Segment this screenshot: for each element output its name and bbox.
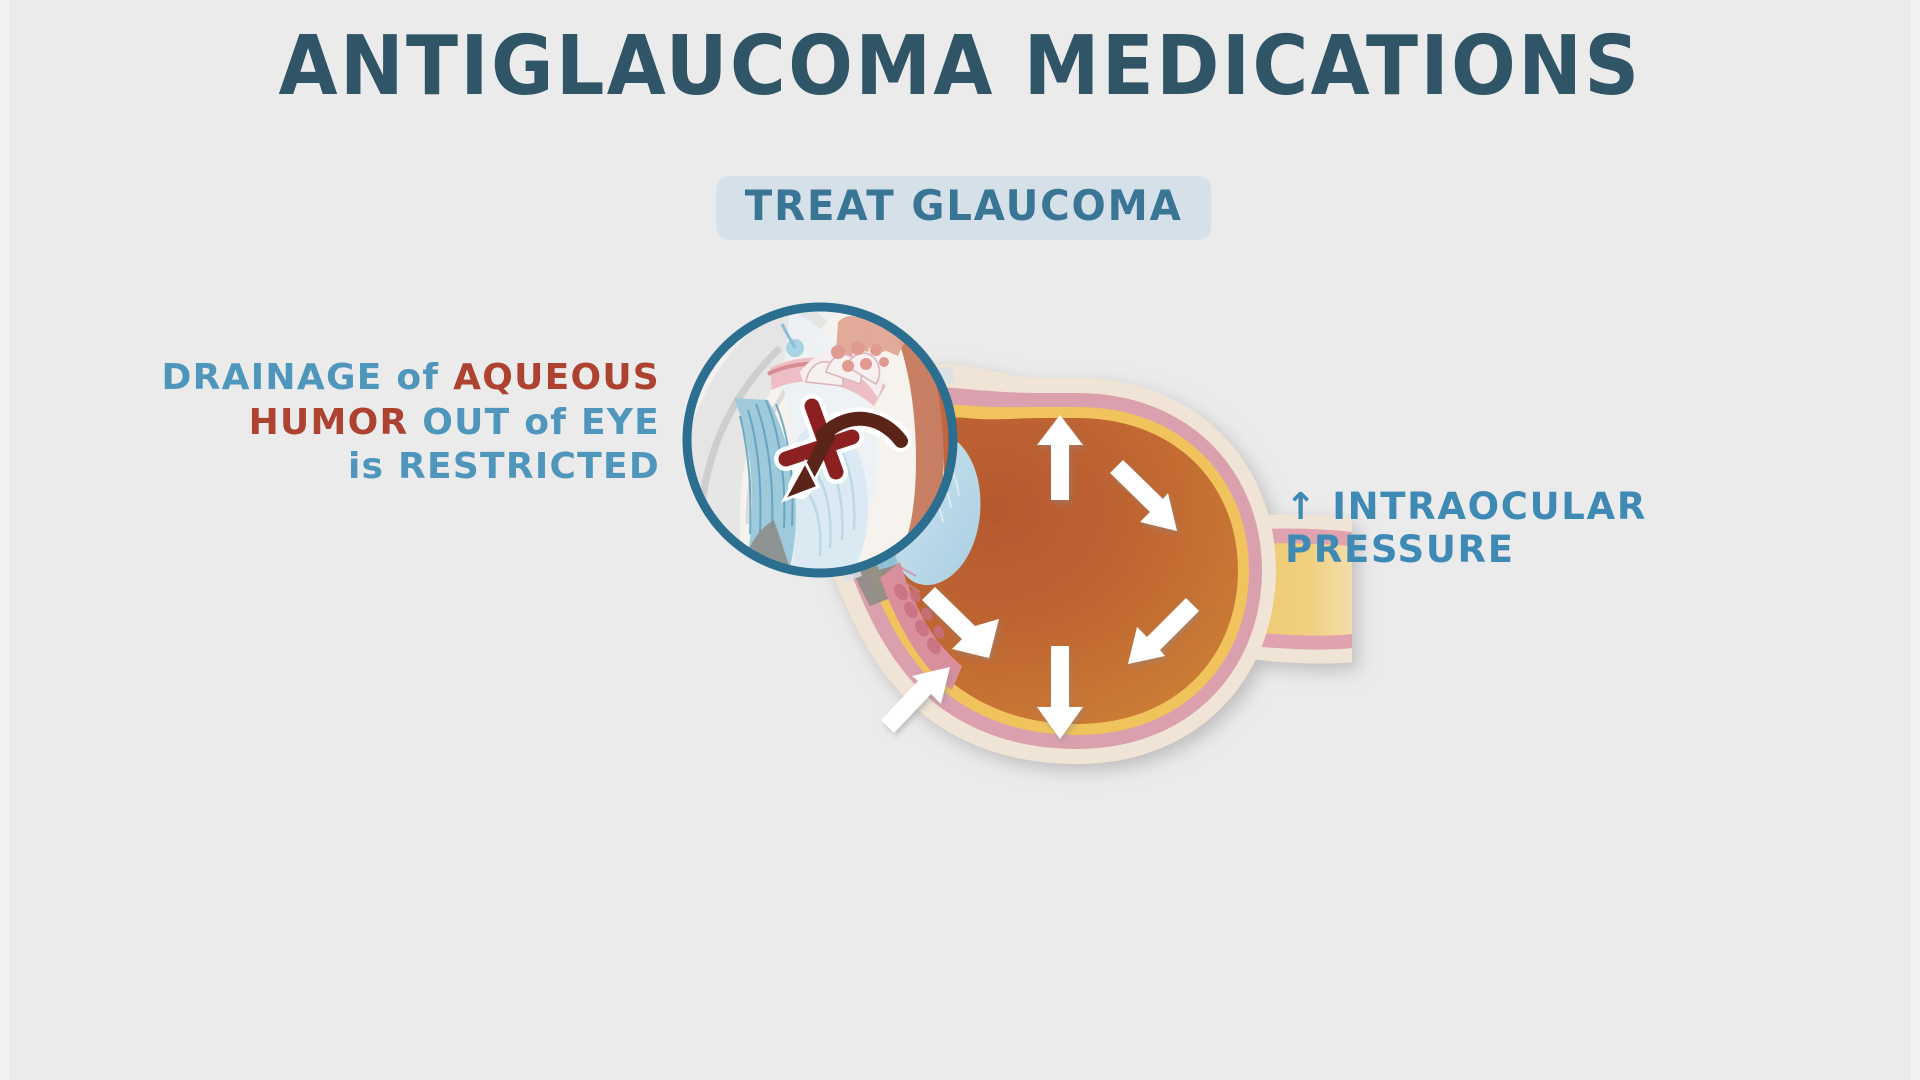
pressure-arrow-lower-left [881,667,950,733]
iop-line-2: PRESSURE [1285,527,1705,572]
word-of-2: of [524,401,568,443]
pressure-arrow-down [1037,646,1083,739]
page-title: ANTIGLAUCOMA MEDICATIONS [278,19,1642,114]
word-restricted: RESTRICTED [398,446,660,488]
pressure-arrow-upper-right [1110,460,1177,531]
word-is: is [347,446,385,488]
word-intraocular: INTRAOCULAR [1332,485,1647,528]
pressure-arrow-up [1037,415,1083,500]
annotation-line-2: HUMOR OUT of EYE [100,401,660,446]
word-aqueous: AQUEOUS [453,357,660,398]
blocked-drainage-marker [774,394,912,503]
pressure-arrow-left [922,587,999,658]
word-out: OUT [422,401,511,443]
word-humor: HUMOR [248,401,409,443]
word-eye: EYE [580,401,660,443]
up-arrow-icon: ↑ [1285,485,1318,528]
annotation-line-3: is RESTRICTED [100,445,660,490]
magnifier-ring [682,302,958,578]
pressure-arrow-right-down [1128,598,1199,664]
word-pressure: PRESSURE [1285,527,1515,571]
right-edge-strip [1911,0,1920,1080]
left-annotation-drainage-restricted: DRAINAGE of AQUEOUS HUMOR OUT of EYE is … [100,356,660,490]
iop-line-1: ↑ INTRAOCULAR [1285,485,1705,529]
intraocular-pressure-arrows [881,415,1199,739]
blocked-flow-arrowhead [780,458,821,503]
zonular-fibers [897,565,921,593]
left-edge-strip [0,0,9,1080]
ciliary-processes [894,583,945,655]
right-annotation-increased-iop: ↑ INTRAOCULAR PRESSURE [1285,485,1705,572]
word-drainage: DRAINAGE [161,357,383,398]
status-badge-treat-glaucoma: TREAT GLAUCOMA [716,176,1212,240]
word-of-1: of [396,357,440,398]
annotation-line-1: DRAINAGE of AQUEOUS [100,356,660,401]
